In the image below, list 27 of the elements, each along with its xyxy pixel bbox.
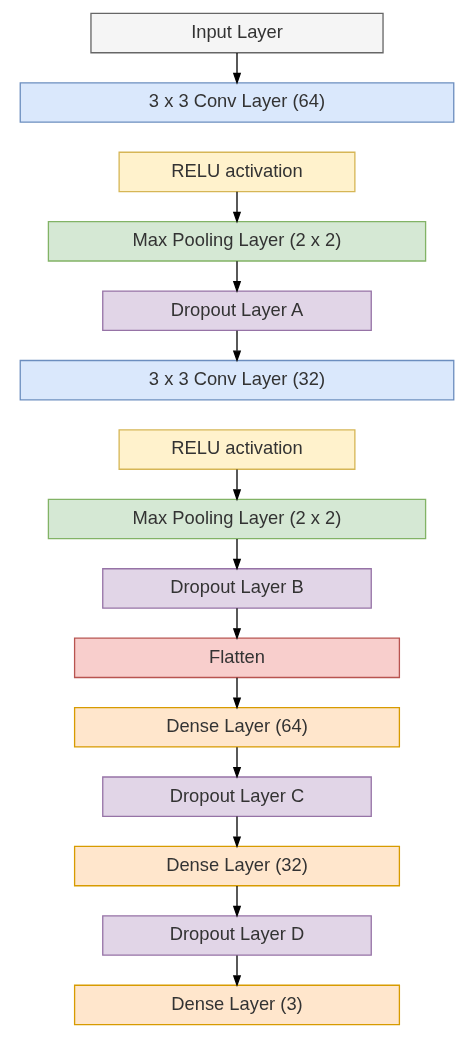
- node-box: Input Layer: [90, 12, 384, 54]
- arrow: [232, 468, 242, 502]
- arrow: [232, 885, 242, 918]
- arrow: [232, 538, 242, 571]
- node-box: RELU activation: [118, 429, 356, 470]
- node-box: Dense Layer (3): [73, 984, 401, 1026]
- arrow: [232, 191, 242, 224]
- node-box: Dropout Layer B: [102, 568, 372, 609]
- node-box: Dense Layer (64): [73, 706, 401, 748]
- node-box: Max Pooling Layer (2 x 2): [47, 498, 427, 540]
- arrow: [232, 607, 242, 640]
- node-box: Dropout Layer C: [102, 776, 372, 817]
- node-box: Flatten: [73, 637, 401, 679]
- node-box: RELU activation: [118, 151, 356, 193]
- arrow: [232, 677, 242, 710]
- node-box: Max Pooling Layer (2 x 2): [47, 221, 427, 262]
- arrow: [232, 954, 242, 988]
- node-box: 3 x 3 Conv Layer (64): [19, 82, 455, 123]
- arrow: [232, 746, 242, 779]
- arrow: [232, 330, 242, 363]
- arrow: [232, 815, 242, 849]
- node-box: Dense Layer (32): [73, 845, 401, 887]
- node-box: Dropout Layer D: [102, 915, 372, 956]
- node-box: 3 x 3 Conv Layer (32): [19, 359, 455, 401]
- node-box: Dropout Layer A: [102, 290, 372, 332]
- arrow: [232, 52, 242, 85]
- arrow: [232, 260, 242, 293]
